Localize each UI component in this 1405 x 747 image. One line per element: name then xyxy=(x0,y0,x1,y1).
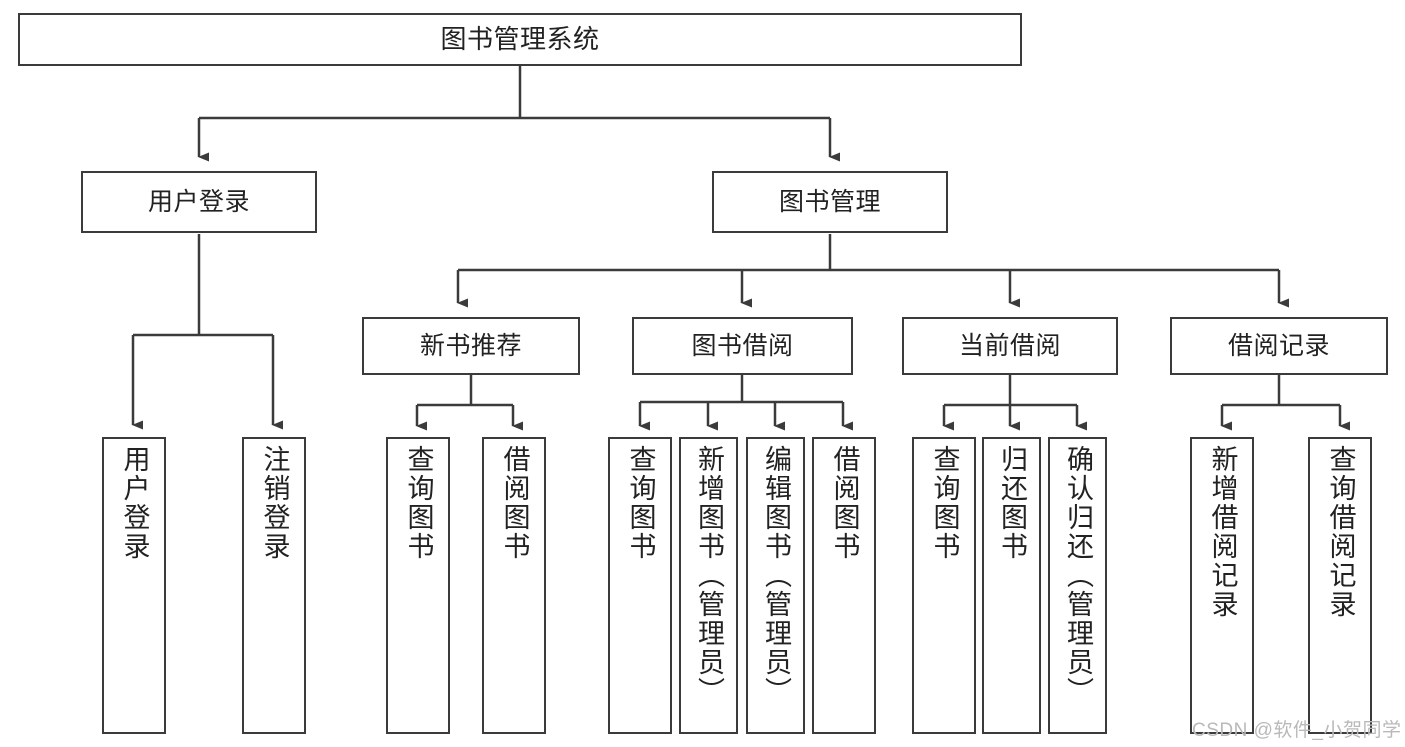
node-root-label: 图书管理系统 xyxy=(440,23,600,54)
node-new-book-recommend[interactable]: 新书推荐 xyxy=(362,317,580,375)
node-leaf-add-borrow-record-label: 新增借阅记录 xyxy=(1207,445,1238,619)
watermark-text: CSDN @软件_小贺同学 xyxy=(1192,720,1402,741)
node-leaf-query-borrow-record-label: 查询借阅记录 xyxy=(1325,445,1356,619)
node-leaf-return-book-label: 归还图书 xyxy=(997,445,1027,561)
node-user-login[interactable]: 用户登录 xyxy=(81,171,317,233)
node-leaf-query-borrow-record[interactable]: 查询借阅记录 xyxy=(1308,437,1372,734)
node-leaf-confirm-return-admin-label: 确认归还（管理员） xyxy=(1063,445,1093,706)
node-leaf-borrow-book-label: 借阅图书 xyxy=(829,445,860,561)
node-leaf-query-book-borrow[interactable]: 查询图书 xyxy=(608,437,672,734)
node-leaf-confirm-return-admin[interactable]: 确认归还（管理员） xyxy=(1048,437,1107,734)
node-leaf-query-book-newbook-label: 查询图书 xyxy=(403,445,434,561)
node-leaf-add-book-admin[interactable]: 新增图书（管理员） xyxy=(679,437,738,734)
node-current-borrow[interactable]: 当前借阅 xyxy=(902,317,1118,375)
node-leaf-edit-book-admin-label: 编辑图书（管理员） xyxy=(761,445,791,706)
node-book-management[interactable]: 图书管理 xyxy=(712,171,948,233)
node-root[interactable]: 图书管理系统 xyxy=(18,13,1022,66)
node-leaf-edit-book-admin[interactable]: 编辑图书（管理员） xyxy=(746,437,805,734)
node-book-borrow-label: 图书借阅 xyxy=(691,331,794,360)
node-new-book-recommend-label: 新书推荐 xyxy=(419,331,522,360)
node-current-borrow-label: 当前借阅 xyxy=(958,331,1061,360)
node-leaf-logout-label: 注销登录 xyxy=(259,445,290,561)
node-leaf-return-book[interactable]: 归还图书 xyxy=(982,437,1041,734)
node-leaf-user-login[interactable]: 用户登录 xyxy=(102,437,166,734)
node-leaf-add-book-admin-label: 新增图书（管理员） xyxy=(694,445,724,706)
node-user-login-label: 用户登录 xyxy=(147,187,250,216)
node-leaf-add-borrow-record[interactable]: 新增借阅记录 xyxy=(1190,437,1254,734)
node-leaf-borrow-book-newbook-label: 借阅图书 xyxy=(499,445,530,561)
node-leaf-user-login-label: 用户登录 xyxy=(119,445,150,561)
node-book-management-label: 图书管理 xyxy=(778,187,881,216)
node-leaf-query-book-current[interactable]: 查询图书 xyxy=(912,437,976,734)
node-borrow-record-label: 借阅记录 xyxy=(1227,331,1330,360)
node-leaf-borrow-book-newbook[interactable]: 借阅图书 xyxy=(482,437,546,734)
node-leaf-query-book-borrow-label: 查询图书 xyxy=(625,445,656,561)
node-leaf-borrow-book[interactable]: 借阅图书 xyxy=(812,437,876,734)
node-leaf-query-book-newbook[interactable]: 查询图书 xyxy=(386,437,450,734)
node-leaf-logout[interactable]: 注销登录 xyxy=(242,437,306,734)
node-book-borrow[interactable]: 图书借阅 xyxy=(632,317,853,375)
node-leaf-query-book-current-label: 查询图书 xyxy=(929,445,960,561)
node-borrow-record[interactable]: 借阅记录 xyxy=(1170,317,1388,375)
